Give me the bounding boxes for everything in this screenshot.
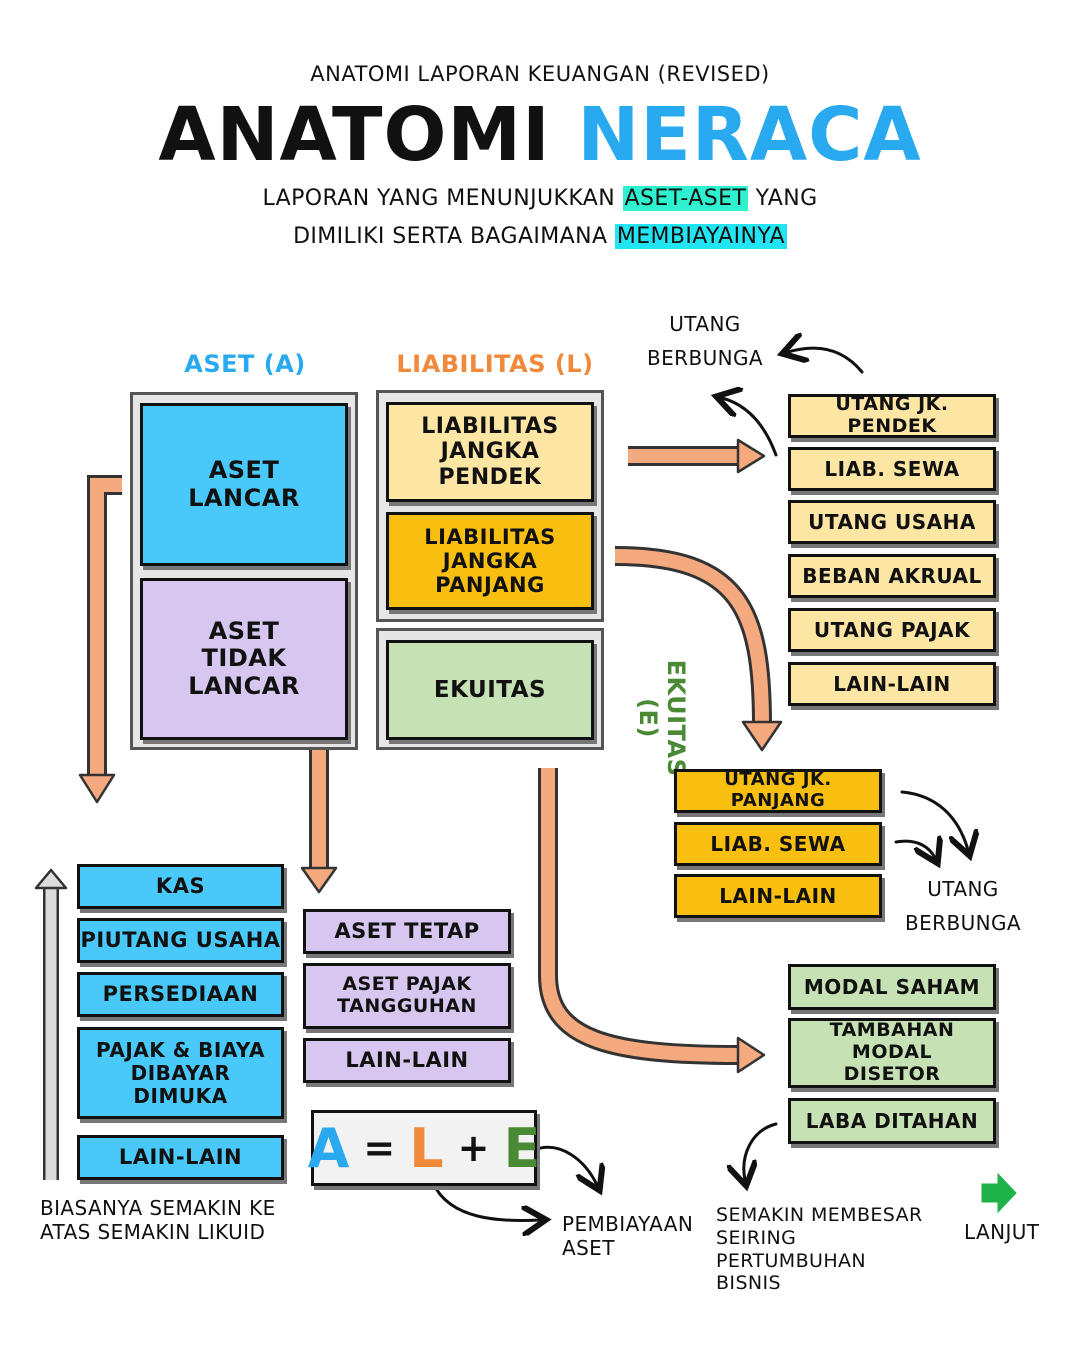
list-item-liab-sewa-panjang: LIAB. SEWA [674,822,882,866]
note-semakin-membesar: SEMAKIN MEMBESAR SEIRING PERTUMBUHAN BIS… [716,1204,923,1295]
equation-e: E [503,1116,541,1180]
list-item-aset-pajak-tangguhan: ASET PAJAK TANGGUHAN [303,963,511,1029]
arrow-laba-ditahan [744,1122,778,1180]
ekuitas-box: EKUITAS [386,640,594,740]
arrow-to-utang-berbunga-mid-1 [900,790,968,850]
subtitle-line-1: LAPORAN YANG MENUNJUKKAN ASET-ASET YANG [262,186,818,211]
subtitle-line-2: DIMILIKI SERTA BAGAIMANA MEMBIAYAINYA [293,224,787,249]
list-item-modal-saham: MODAL SAHAM [788,964,996,1010]
equation-plus: + [457,1126,490,1170]
note-utang-berbunga-mid: UTANG BERBUNGA [905,877,1021,935]
arrow-equation-l [431,1181,540,1221]
list-item-kas: KAS [77,864,284,909]
heading-liabilitas: LIABILITAS (L) [396,350,594,378]
aset-lancar-box: ASET LANCAR [140,403,348,566]
flow-arrowhead-4 [741,720,783,752]
list-item-lain-lain-liab-panjang: LAIN-LAIN [674,874,882,918]
equation-l: L [409,1116,444,1180]
list-item-beban-akrual: BEBAN AKRUAL [788,554,996,598]
list-item-lain-lain-liab-pendek: LAIN-LAIN [788,662,996,706]
arrow-to-utang-berbunga-mid-2 [894,841,935,858]
arrow-to-utang-berbunga-top-1 [788,348,864,374]
arrow-to-utang-berbunga-top-2 [722,398,778,457]
list-item-utang-pajak: UTANG PAJAK [788,608,996,652]
flow-arrowhead-5 [736,1036,766,1074]
list-item-pajak-biaya-dibayar-dimuka: PAJAK & BIAYA DIBAYAR DIMUKA [77,1027,284,1119]
note-utang-berbunga-top: UTANG BERBUNGA [647,312,763,370]
flow-arrowhead-2 [300,866,338,894]
title-anatomi: ANATOMI [158,92,551,178]
liabilitas-jangka-panjang-box: LIABILITAS JANGKA PANJANG [386,512,594,610]
list-item-utang-usaha: UTANG USAHA [788,500,996,544]
list-item-liab-sewa-pendek: LIAB. SEWA [788,447,996,491]
list-item-lain-lain-aset-lancar: LAIN-LAIN [77,1135,284,1180]
lanjut-link[interactable]: LANJUT [964,1220,1040,1244]
list-item-aset-tetap: ASET TETAP [303,909,511,954]
list-item-piutang-usaha: PIUTANG USAHA [77,918,284,963]
title-neraca: NERACA [577,92,922,178]
highlight-aset-aset: ASET-ASET [622,186,749,211]
highlight-membiayainya: MEMBIAYAINYA [614,224,787,249]
equation-box: A = L + E [307,1110,540,1186]
note-pembiayaan-aset: PEMBIAYAAN ASET [562,1212,694,1260]
supertitle: ANATOMI LAPORAN KEUANGAN (REVISED) [310,62,770,86]
arrow-equation-e [532,1145,597,1185]
list-item-utang-jk-pendek: UTANG JK. PENDEK [788,393,996,438]
heading-ekuitas: EKUITAS (E) [634,659,690,777]
flow-arrowhead-1 [78,773,116,804]
list-item-lain-lain-aset-tidak-lancar: LAIN-LAIN [303,1038,511,1083]
heading-aset: ASET (A) [184,350,306,378]
lanjut-arrow-icon [981,1172,1017,1214]
liabilitas-jangka-pendek-box: LIABILITAS JANGKA PENDEK [386,402,594,502]
note-likuid: BIASANYA SEMAKIN KE ATAS SEMAKIN LIKUID [40,1196,276,1244]
list-item-persediaan: PERSEDIAAN [77,972,284,1017]
list-item-utang-jk-panjang: UTANG JK. PANJANG [674,769,882,813]
flow-arrowhead-3 [736,438,766,474]
equation-a: A [307,1116,350,1180]
list-item-tambahan-modal-disetor: TAMBAHAN MODAL DISETOR [788,1018,996,1088]
aset-tidak-lancar-box: ASET TIDAK LANCAR [140,578,348,740]
list-item-laba-ditahan: LABA DITAHAN [788,1098,996,1144]
equation-equals: = [363,1126,396,1170]
page-title: ANATOMI NERACA [0,92,1080,178]
